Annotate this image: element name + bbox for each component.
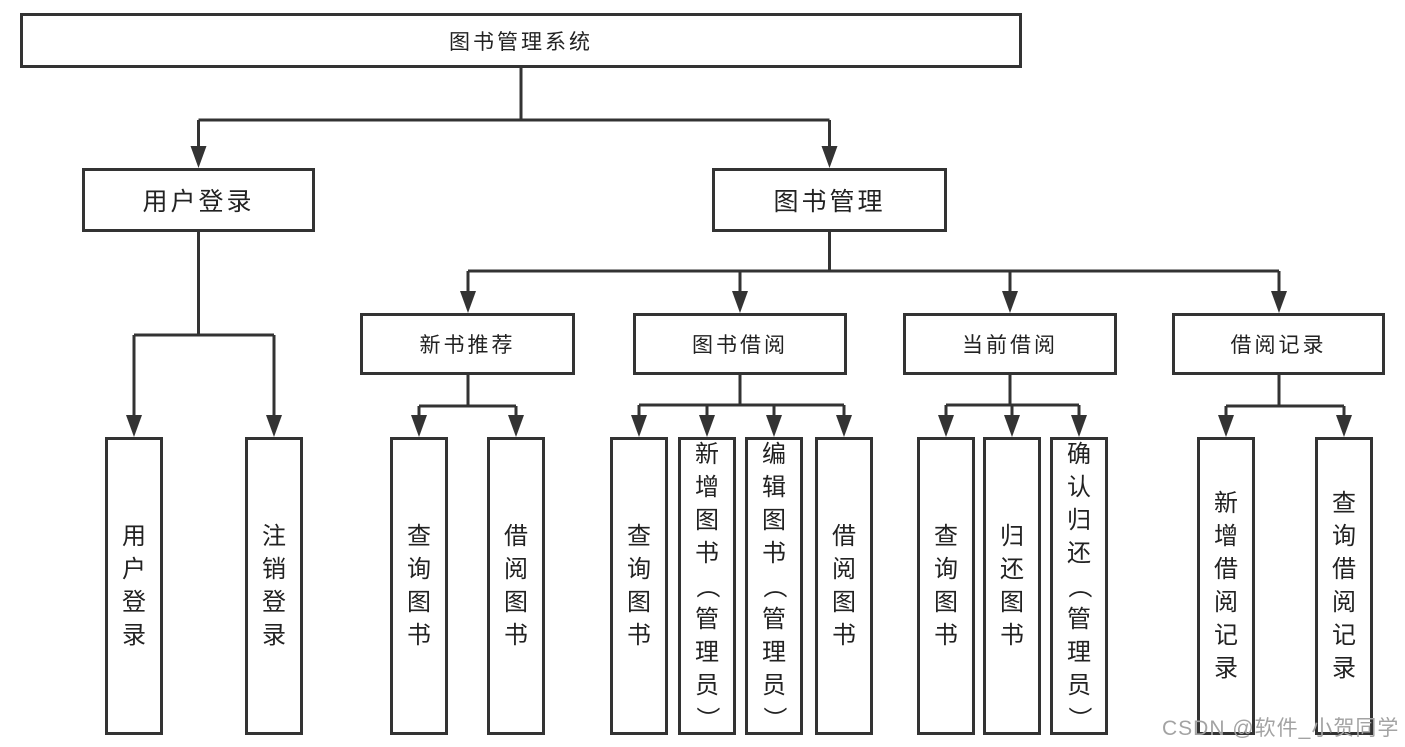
leaf-borrow-books-recommend: 借阅图书 — [487, 437, 545, 735]
leaf-add-borrow-record: 新增借阅记录 — [1197, 437, 1255, 735]
leaf-edit-books-admin: 编辑图书（管理员） — [745, 437, 803, 735]
node-current-borrow: 当前借阅 — [903, 313, 1117, 375]
leaf-query-books-current: 查询图书 — [917, 437, 975, 735]
node-library-management-system: 图书管理系统 — [20, 13, 1022, 68]
watermark: CSDN @软件_小贺同学 — [1162, 717, 1400, 740]
leaf-user-login: 用户登录 — [105, 437, 163, 735]
node-book-management-branch: 图书管理 — [712, 168, 947, 232]
leaf-query-books-borrow: 查询图书 — [610, 437, 668, 735]
node-book-borrow: 图书借阅 — [633, 313, 847, 375]
leaf-return-books: 归还图书 — [983, 437, 1041, 735]
leaf-confirm-return-admin: 确认归还（管理员） — [1050, 437, 1108, 735]
node-borrow-records: 借阅记录 — [1172, 313, 1385, 375]
node-user-login-branch: 用户登录 — [82, 168, 315, 232]
leaf-query-borrow-record: 查询借阅记录 — [1315, 437, 1373, 735]
node-new-book-recommend: 新书推荐 — [360, 313, 575, 375]
leaf-add-books-admin: 新增图书（管理员） — [678, 437, 736, 735]
arrowheads — [126, 146, 1352, 437]
leaf-query-books-recommend: 查询图书 — [390, 437, 448, 735]
leaf-logout: 注销登录 — [245, 437, 303, 735]
leaf-borrow-books: 借阅图书 — [815, 437, 873, 735]
